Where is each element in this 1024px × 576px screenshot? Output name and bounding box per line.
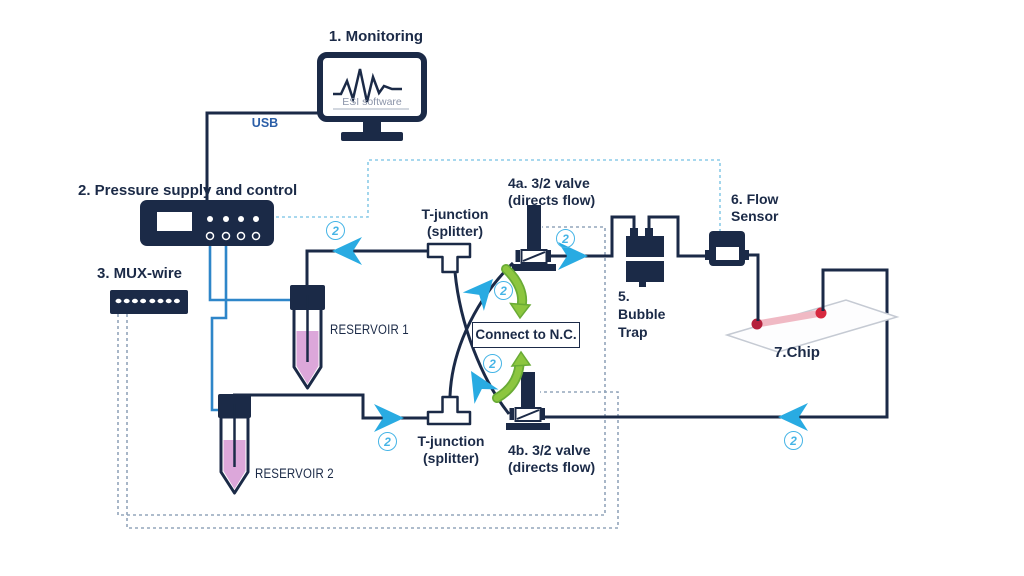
valve-4a-line1: 4a. 3/2 valve [508, 175, 590, 191]
fluid-line-reservoir1 [305, 249, 429, 287]
label-pressure-supply: 2. Pressure supply and control [78, 182, 298, 199]
fluid-line-reservoir2 [233, 393, 428, 420]
nc-box: Connect to N.C. [472, 322, 580, 348]
line-bubbletrap-to-sensor [647, 215, 706, 258]
green-arrow-valve4b-to-nc-icon [492, 350, 532, 403]
valve-4a-line2: (directs flow) [508, 192, 596, 208]
valve-4b-graphic [506, 372, 550, 430]
label-valve-4a: 4a. 3/2 valve (directs flow) [508, 175, 595, 209]
step-marker-return: 2 [784, 431, 803, 450]
bubble-trap-line3: Trap [618, 324, 648, 340]
bubble-trap-line1: 5. [618, 288, 630, 304]
t-junction-top-line2: (splitter) [427, 223, 483, 239]
label-mux-wire: 3. MUX-wire [97, 265, 183, 282]
label-monitoring: 1. Monitoring [328, 28, 424, 45]
label-chip: 7.Chip [774, 344, 820, 361]
label-usb: USB [251, 116, 279, 130]
step-marker-bottomT: 2 [378, 432, 397, 451]
step-marker-reservoir1: 2 [326, 221, 345, 240]
label-t-junction-top: T-junction (splitter) [405, 206, 505, 240]
t-junction-top-line1: T-junction [421, 206, 489, 222]
return-line-chip-to-valve4b [545, 268, 889, 419]
step-marker-to-topT: 2 [483, 354, 502, 373]
line-sensor-to-chip [749, 253, 760, 320]
label-t-junction-bottom: T-junction (splitter) [401, 433, 501, 467]
flow-sensor-line1: 6. Flow [731, 191, 779, 207]
t-junction-bottom-graphic [426, 395, 472, 426]
mux-control-line-4a [117, 226, 606, 516]
t-junction-bottom-line1: T-junction [417, 433, 485, 449]
step-marker-to-valve4a: 2 [494, 281, 513, 300]
mux-control-line-4b [126, 314, 619, 529]
label-reservoir-1: RESERVOIR 1 [330, 322, 409, 337]
line-valve4a-to-bubbletrap [551, 215, 636, 258]
valve-4b-line1: 4b. 3/2 valve [508, 442, 591, 458]
chip-graphic [724, 290, 900, 353]
bubble-trap-line2: Bubble [618, 306, 666, 322]
flow-sensor-graphic [705, 231, 749, 266]
label-reservoir-2: RESERVOIR 2 [255, 466, 334, 481]
t-junction-top-graphic [426, 242, 472, 274]
green-arrow-valve4a-to-nc-icon [501, 264, 532, 320]
step-marker-bubbletrap: 2 [556, 229, 575, 248]
valve-4b-line2: (directs flow) [508, 459, 596, 475]
mux-device-graphic [110, 290, 188, 314]
label-flow-sensor: 6. Flow Sensor [731, 191, 778, 225]
valve-4a-graphic [512, 205, 556, 271]
monitor-graphic [317, 52, 427, 141]
label-bubble-trap: 5. Bubble Trap [618, 287, 665, 341]
pneumatic-line-reservoir2 [210, 244, 228, 412]
t-junction-bottom-line2: (splitter) [423, 450, 479, 466]
pressure-controller-graphic [140, 200, 274, 246]
sensor-feedback-dashed-line [276, 159, 721, 231]
bubble-trap-graphic [626, 228, 664, 287]
usb-cable-line [205, 111, 322, 200]
reservoir1-graphic [290, 285, 325, 390]
curve-bottomT-to-valve4a [448, 261, 515, 397]
flow-sensor-line2: Sensor [731, 208, 779, 224]
reservoir2-graphic [218, 394, 251, 495]
label-esi-software: ESI software [342, 96, 402, 108]
waveform-icon [333, 68, 402, 104]
label-valve-4b: 4b. 3/2 valve (directs flow) [508, 442, 595, 476]
pneumatic-line-reservoir1 [208, 244, 291, 302]
